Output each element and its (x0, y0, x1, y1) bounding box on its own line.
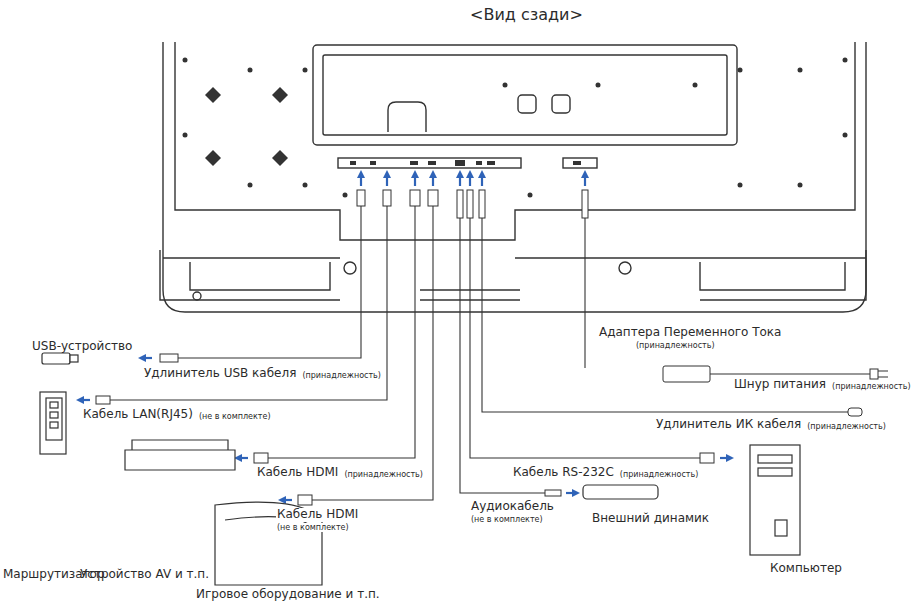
cable-label: Кабель HDMI (276, 508, 359, 522)
usb-device: USB-устройство (32, 340, 132, 354)
note-text: (принадлежность) (301, 371, 382, 380)
cable-label: Кабель HDMI (256, 466, 339, 480)
game-device: Игровое оборудование и т.п. (196, 588, 380, 602)
view-title: <Вид сзади> (470, 6, 583, 24)
cable-label: Удлинитель USB кабеля (143, 367, 297, 381)
device-label: Внешний динамик (592, 512, 709, 526)
computer: Компьютер (770, 562, 842, 576)
external-speaker: Внешний динамик (592, 512, 709, 526)
note-text: (принадлежность) (619, 470, 700, 479)
note-text: (принадлежность) (831, 382, 912, 391)
cable-label: Шнур питания (733, 378, 827, 392)
av-device: Устройство AV и т.п. (80, 568, 209, 582)
device-label: Устройство AV и т.п. (80, 568, 209, 582)
cable-label: Кабель LAN(RJ45) (82, 408, 194, 422)
cable-label: Адаптера Переменного Тока (598, 326, 782, 340)
note-text: (принадлежность) (343, 470, 424, 479)
device-label: Компьютер (770, 562, 842, 576)
device-label: USB-устройство (32, 340, 132, 354)
note-text: (принадлежность) (806, 422, 887, 431)
cable-label: Удлинитель ИК кабеля (655, 418, 802, 432)
cable-label: Кабель RS-232C (512, 466, 615, 480)
note-text: (не в комплекте) (198, 412, 272, 421)
cable-label: Аудиокабель (470, 500, 555, 514)
note-text: (принадлежность) (635, 341, 716, 350)
note-text: (не в комплекте) (470, 515, 544, 524)
note-text: (не в комплекте) (276, 523, 350, 532)
device-label: Игровое оборудование и т.п. (196, 588, 380, 602)
